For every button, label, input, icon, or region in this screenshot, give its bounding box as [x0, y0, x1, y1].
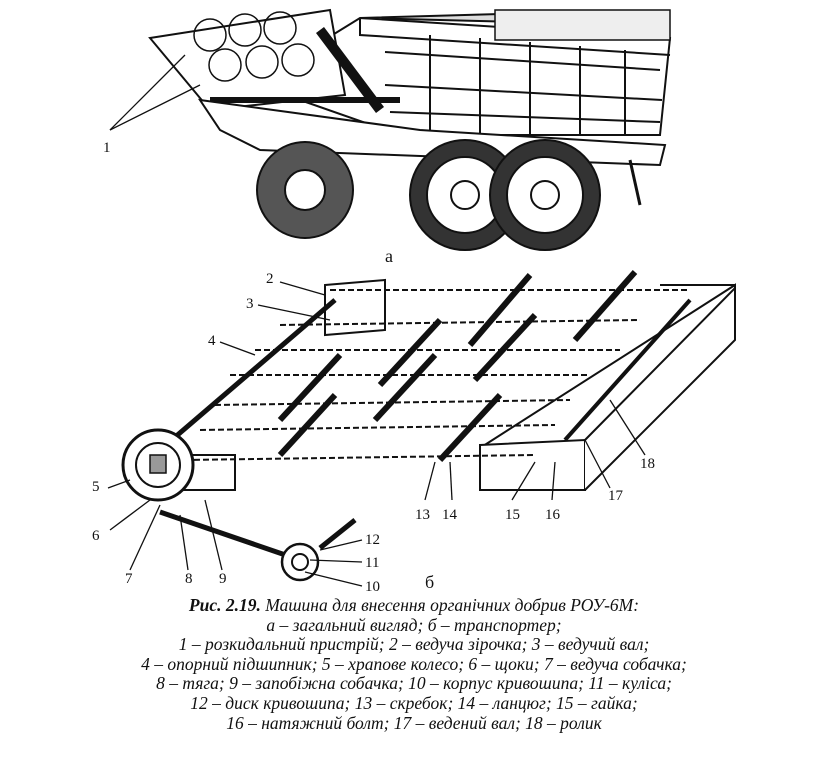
caption-line-5: 12 – диск кривошипа; 13 – скребок; 14 – … — [190, 692, 638, 713]
callout-numbers: 2 3 4 5 6 7 8 9 10 11 12 13 14 15 16 17 … — [92, 271, 655, 595]
caption-title: Машина для внесення органічних добрив РО… — [265, 595, 640, 615]
ratchet-wheel — [121, 428, 195, 502]
callout-2: 2 — [266, 271, 274, 287]
callout-16: 16 — [545, 507, 561, 523]
trailer-drawing — [109, 8, 672, 251]
wheel-rear-2 — [489, 139, 601, 251]
wheel-front-left — [256, 141, 354, 239]
callout-4: 4 — [208, 333, 216, 349]
caption-line-4: 8 – тяга; 9 – запобіжна собачка; 10 – ко… — [156, 673, 672, 694]
callout-12: 12 — [365, 532, 380, 548]
caption-label: Рис. 2.19. — [188, 595, 261, 615]
callout-18: 18 — [640, 456, 655, 472]
callout-15: 15 — [505, 507, 520, 523]
callout-14: 14 — [442, 507, 458, 523]
callout-1: 1 — [103, 140, 111, 156]
callout-9: 9 — [219, 571, 227, 587]
callout-6: 6 — [92, 528, 100, 544]
conveyor-drawing — [107, 270, 736, 587]
caption-line-2: 1 – розкидальний пристрій; 2 – ведуча зі… — [178, 634, 650, 655]
sublabel-b: б — [425, 572, 434, 592]
figure-caption: Рис. 2.19. Машина для внесення органічни… — [0, 595, 828, 733]
caption-title-line: Рис. 2.19. Машина для внесення органічни… — [0, 595, 828, 616]
sublabel-a: а — [385, 246, 393, 266]
caption-line-3: 4 – опорний підшипник; 5 – храпове колес… — [141, 653, 687, 674]
callout-3: 3 — [246, 296, 254, 312]
callout-10: 10 — [365, 579, 380, 595]
callout-5: 5 — [92, 479, 100, 495]
caption-line-1: а – загальний вигляд; б – транспортер; — [266, 614, 562, 635]
caption-line-6: 16 – натяжний болт; 17 – ведений вал; 18… — [226, 712, 602, 733]
figure-illustration: 1 а — [92, 8, 736, 595]
wheel-rear-1 — [409, 139, 521, 251]
callout-7: 7 — [125, 571, 133, 587]
callout-8: 8 — [185, 571, 193, 587]
callout-11: 11 — [365, 555, 379, 571]
callout-13: 13 — [415, 507, 430, 523]
callout-17: 17 — [608, 488, 624, 504]
